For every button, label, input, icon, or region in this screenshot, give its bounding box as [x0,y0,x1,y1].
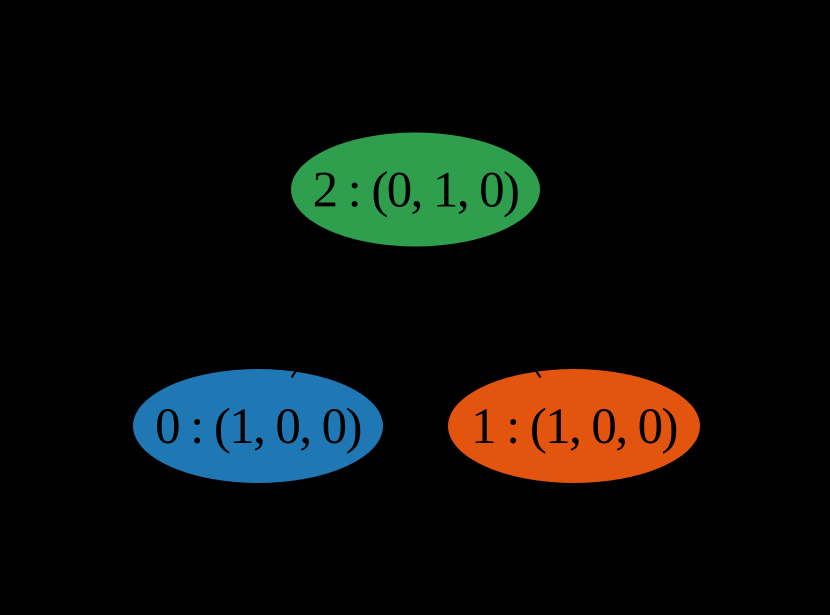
node-2-ellipse [291,132,540,247]
node-0-label: 0 : (1, 0, 0) [155,399,361,455]
node-2: 2 : (0, 1, 0) [291,132,540,247]
edge-2-to-0 [290,247,379,379]
node-0-ellipse [133,369,383,483]
node-1: 1 : (1, 0, 0) [448,369,700,483]
node-0: 0 : (1, 0, 0) [133,369,383,483]
edge-2-to-1 [452,247,542,379]
node-1-ellipse [448,369,700,483]
node-1-label: 1 : (1, 0, 0) [471,399,677,455]
node-2-label: 2 : (0, 1, 0) [313,163,519,219]
